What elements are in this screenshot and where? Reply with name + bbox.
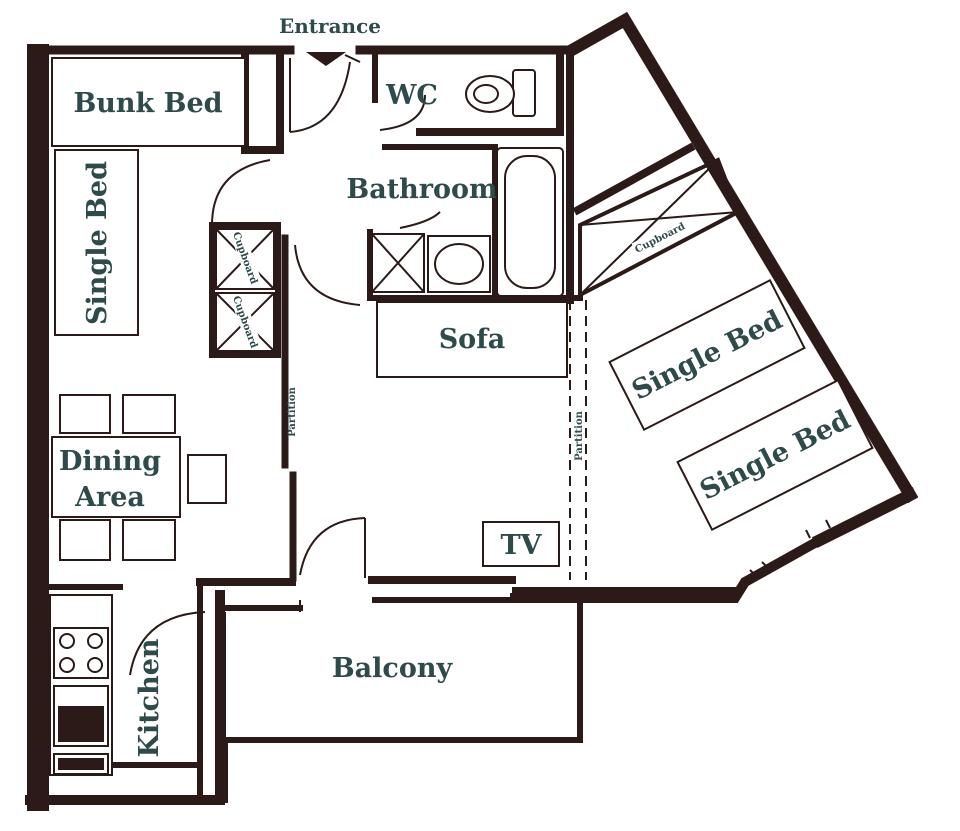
- bathtub-icon: [496, 147, 564, 297]
- single-bed-left-label: Single Bed: [82, 161, 113, 325]
- wc: WC: [385, 69, 536, 117]
- tv-label: TV: [500, 530, 542, 561]
- partition-left-label: Partition: [287, 386, 298, 437]
- partition-right-label: Partition: [574, 410, 585, 461]
- kitchen-label: Kitchen: [134, 638, 165, 757]
- stove-icon: [53, 627, 109, 679]
- single-bed-right-1: Single Bed: [608, 278, 806, 432]
- balcony: Balcony: [224, 612, 454, 740]
- partition-left: Partition: [287, 386, 298, 437]
- toilet-icon: [465, 69, 536, 117]
- wc-label: WC: [385, 80, 438, 111]
- oven-icon: [53, 685, 109, 747]
- sofa: Sofa: [376, 301, 568, 378]
- dining-label-line2: Area: [74, 482, 145, 513]
- sink-icon: [427, 235, 491, 293]
- tv: TV: [482, 521, 560, 567]
- dining-label-line1: Dining: [59, 446, 161, 477]
- exterior-walls: [25, 11, 919, 811]
- window-marks: [749, 519, 831, 577]
- entrance-label: Entrance: [279, 14, 381, 38]
- shower-icon: [371, 233, 425, 293]
- balcony-label: Balcony: [332, 653, 454, 684]
- dining-area: Dining Area: [51, 394, 227, 561]
- single-bed-left: Single Bed: [54, 149, 139, 336]
- bunk-bed: Bunk Bed: [51, 57, 246, 147]
- sink-kitchen-icon: [53, 753, 109, 775]
- cupboards-left: Cupboard Cupboard: [215, 228, 275, 352]
- bathroom-label: Bathroom: [346, 174, 497, 205]
- bathroom: Bathroom: [346, 147, 564, 297]
- entrance-marker: Entrance: [279, 14, 381, 66]
- bunk-bed-label: Bunk Bed: [73, 88, 222, 119]
- cupboard-3-label: Cupboard: [633, 221, 687, 256]
- kitchen: Kitchen: [49, 594, 165, 776]
- single-bed-right-2: Single Bed: [676, 378, 874, 532]
- doors: [129, 54, 441, 676]
- entrance-arrow-icon: [306, 52, 346, 66]
- partition-right: Partition: [569, 300, 587, 580]
- sofa-label: Sofa: [439, 324, 506, 355]
